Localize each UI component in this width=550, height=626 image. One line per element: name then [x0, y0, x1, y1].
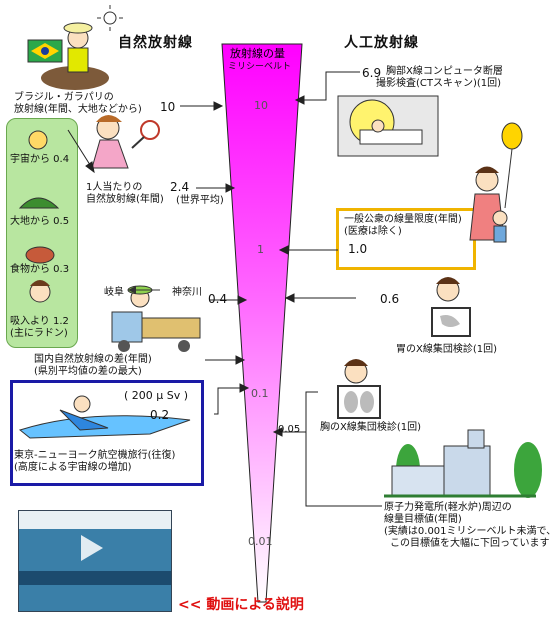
space-icon: [28, 130, 48, 150]
chest-value: 0.05: [278, 424, 301, 435]
brazil-label-2: 放射線(年間、大地などから): [14, 104, 142, 115]
ground-icon: [18, 197, 60, 209]
ct-scan-illustration: [337, 95, 439, 157]
plant-label-3: (実績は0.001ミリシーベルト未満で、: [384, 526, 550, 537]
funnel-title: 放射線の量: [230, 47, 285, 60]
plant-label-4: この目標値を大幅に下回っています): [390, 538, 550, 549]
sun-icon: [97, 5, 123, 31]
artificial-radiation-header: 人工放射線: [344, 35, 419, 51]
mother-child-illustration: [469, 122, 523, 243]
regional-label-2: (県別平均値の差の最大): [34, 366, 142, 377]
flight-dose: ( 200 μ Sv ): [124, 389, 189, 402]
airplane-illustration: [18, 395, 191, 439]
flight-label-2: (高度による宇宙線の増加): [14, 462, 132, 473]
brazil-value: 10: [160, 100, 176, 114]
limit-value: 1.0: [348, 242, 368, 256]
inhale-icon: [29, 280, 51, 303]
dose-funnel: [221, 43, 303, 603]
plant-label-2: 線量目標値(年間): [384, 514, 462, 525]
limit-label-1: 一般公衆の線量限度(年間): [344, 214, 462, 225]
funnel-unit: ミリシーベルト: [228, 62, 292, 72]
ground-label: 大地から 0.5: [10, 216, 70, 227]
nuclear-plant-illustration: [384, 429, 542, 498]
video-explanation-link[interactable]: << 動画による説明: [178, 597, 304, 613]
scale-1: 1: [257, 243, 264, 256]
regional-value: 0.4: [208, 292, 228, 306]
scale-0-01: 0.01: [248, 535, 273, 548]
ct-label-1: 胸部X線コンピュータ断層: [386, 66, 503, 77]
inhale-label-1: 吸入より 1.2: [10, 316, 69, 327]
video-header-bar: [19, 511, 171, 529]
scale-0-1: 0.1: [251, 387, 269, 400]
food-label: 食物から 0.3: [10, 264, 70, 275]
plant-label-1: 原子力発電所(軽水炉)周辺の: [384, 502, 512, 513]
regional-to: 神奈川: [172, 287, 202, 298]
video-thumbnail[interactable]: [18, 510, 172, 612]
regional-from: 岐阜: [104, 287, 124, 298]
tennis-girl-illustration: [91, 115, 160, 169]
natural-breakdown-panel: [6, 118, 78, 348]
natural-radiation-header: 自然放射線: [118, 35, 193, 51]
ct-value: 6.9: [362, 66, 382, 80]
limit-label-2: (医療は除く): [344, 226, 402, 237]
stomach-xray-illustration: [431, 277, 471, 337]
inhale-label-2: (主にラドン): [10, 328, 68, 339]
flight-frame: [10, 380, 204, 486]
stomach-value: 0.6: [380, 292, 400, 306]
stomach-label: 胃のX線集団検診(1回): [396, 344, 498, 355]
dose-arrows: [67, 71, 382, 507]
brazil-label-1: ブラジル・ガラパリの: [14, 92, 114, 103]
ct-label-2: 撮影検査(CTスキャン)(1回): [376, 78, 502, 89]
flight-label-1: 東京-ニューヨーク航空機旅行(往復): [14, 450, 176, 461]
per-person-note: (世界平均): [176, 195, 224, 206]
flight-value: 0.2: [150, 408, 170, 422]
per-person-label-2: 自然放射線(年間): [86, 194, 164, 205]
chest-label: 胸のX線集団検診(1回): [320, 422, 422, 433]
chest-xray-illustration: [337, 359, 381, 419]
space-label: 宇宙から 0.4: [10, 154, 70, 165]
per-person-label-1: 1人当たりの: [86, 182, 143, 193]
truck-illustration: [111, 285, 201, 352]
food-icon: [25, 246, 55, 264]
video-caption-band: [19, 571, 171, 585]
regional-label-1: 国内自然放射線の差(年間): [34, 354, 152, 365]
per-person-value: 2.4: [170, 180, 190, 194]
brazil-illustration: [27, 22, 109, 90]
scale-10: 10: [254, 99, 268, 112]
play-icon[interactable]: [81, 535, 103, 561]
